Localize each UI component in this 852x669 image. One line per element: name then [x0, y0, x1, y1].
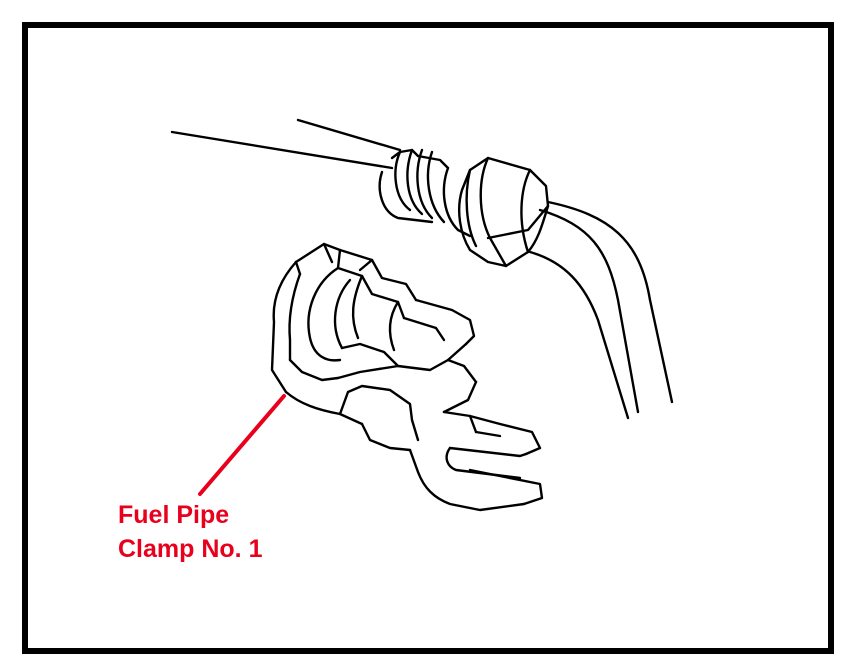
- clamp-fork-top: [442, 410, 542, 456]
- clamp-mid-step: [402, 316, 446, 342]
- clamp-saddle-inner: [333, 278, 352, 350]
- fitting-thread-1: [394, 150, 412, 212]
- hex-nut-face-1: [479, 156, 508, 268]
- clamp-inner-base: [288, 358, 340, 382]
- pipe-fitting: [378, 148, 550, 268]
- clamp-left-wall-top: [294, 260, 302, 276]
- clamp-fork-lower-tine: [468, 468, 544, 506]
- clamp-lower-step: [340, 342, 400, 368]
- fuel-pipe-top-edge: [170, 130, 394, 170]
- clamp-rib-2: [388, 300, 400, 352]
- hex-nut-face-3: [520, 168, 532, 254]
- clamp-foot: [408, 448, 526, 512]
- fuel-pipe-bend-left: [528, 250, 630, 420]
- callout-leader-line: [198, 394, 286, 496]
- callout-label: Fuel Pipe Clamp No. 1: [118, 498, 262, 566]
- clamp-top-inner-edge: [336, 266, 406, 320]
- fuel-pipe-upper-edge: [296, 118, 402, 152]
- fitting-collar-top: [416, 154, 450, 170]
- clamp-left-wall: [270, 260, 298, 394]
- clamp-fork-inner-line: [474, 430, 502, 438]
- clamp-top-edge: [338, 248, 418, 302]
- hex-nut-bottom-edge: [486, 204, 550, 240]
- fitting-top: [390, 148, 420, 160]
- clamp-right-face: [442, 380, 478, 414]
- fuel-pipe: [170, 118, 674, 420]
- hex-nut-face-2: [465, 168, 478, 248]
- clamp-front-ledge: [336, 358, 478, 384]
- clamp-base-left: [284, 390, 364, 426]
- clamp-saddle-curve: [307, 266, 342, 362]
- clamp-fork-slot-edge: [468, 414, 478, 434]
- clamp-fork-slot: [445, 446, 522, 480]
- clamp-tab-edge: [322, 242, 334, 264]
- clamp-fork-slot-top: [448, 446, 528, 458]
- fuel-pipe-bend-outer: [538, 208, 640, 414]
- clamp-inner-left: [288, 272, 302, 362]
- clamp-rib-1: [351, 274, 364, 340]
- fitting-end-cap: [378, 170, 434, 224]
- fuel-pipe-clamp: [270, 242, 544, 512]
- callout-label-line-1: Fuel Pipe: [118, 501, 230, 529]
- callout-label-line-2: Clamp No. 1: [118, 535, 263, 563]
- hex-nut: [457, 156, 550, 268]
- diagram-frame: [22, 22, 834, 654]
- fitting-collar: [442, 166, 472, 238]
- fitting-thread-2: [406, 148, 424, 216]
- clamp-front-block: [338, 384, 420, 442]
- clamp-top-right: [414, 298, 476, 346]
- clamp-right-rib: [446, 342, 468, 362]
- clamp-bottom-left: [360, 422, 412, 452]
- clamp-top-rib: [358, 258, 374, 272]
- fuel-pipe-bend-right: [546, 200, 674, 404]
- clamp-top-left-tab: [294, 242, 342, 270]
